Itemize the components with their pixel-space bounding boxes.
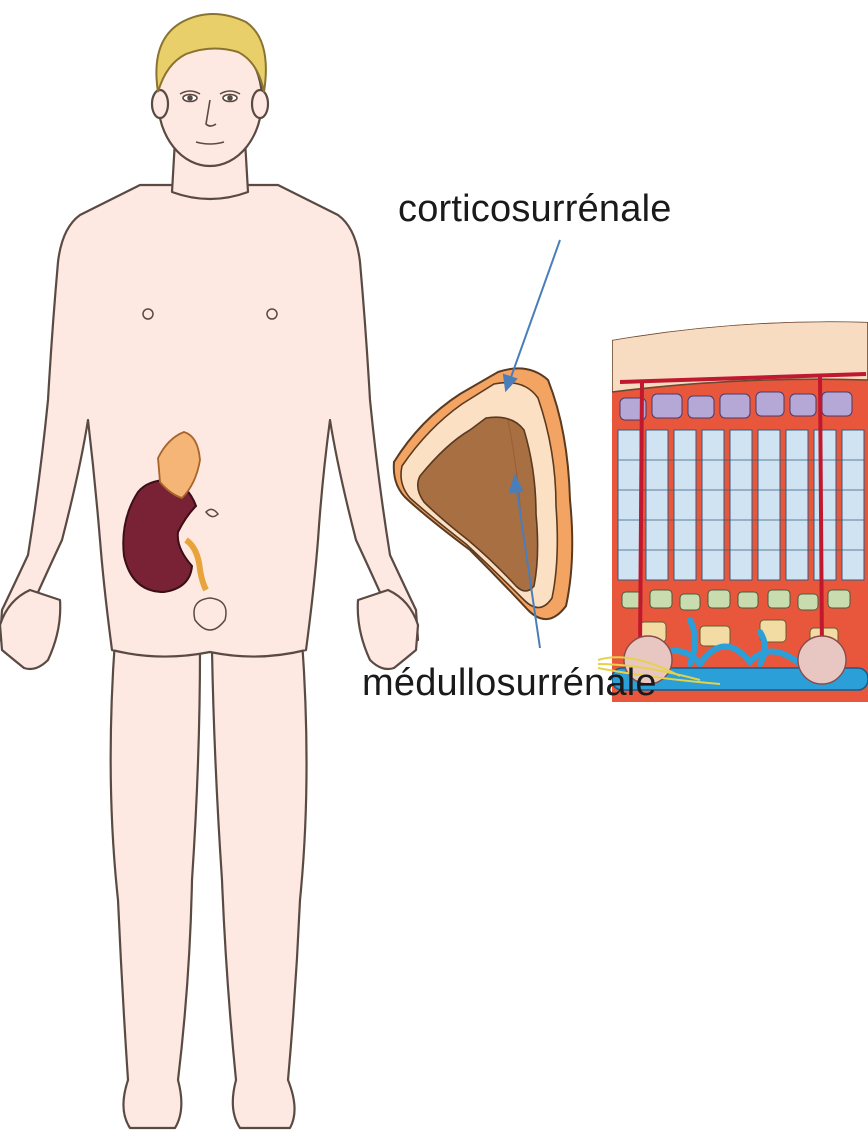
- torso: [0, 185, 418, 657]
- medulla-label: médullosurrénale: [362, 662, 657, 705]
- arrow-cortex: [510, 240, 560, 380]
- right-ear: [252, 90, 268, 118]
- adrenal-cross-section: [394, 368, 572, 619]
- adrenal-tissue-section-icon: [598, 320, 868, 704]
- cortex-label: corticosurrénale: [398, 188, 672, 231]
- right-leg: [212, 640, 307, 1128]
- left-leg: [111, 640, 200, 1128]
- human-body-icon: [0, 34, 418, 1128]
- left-ear: [152, 90, 168, 118]
